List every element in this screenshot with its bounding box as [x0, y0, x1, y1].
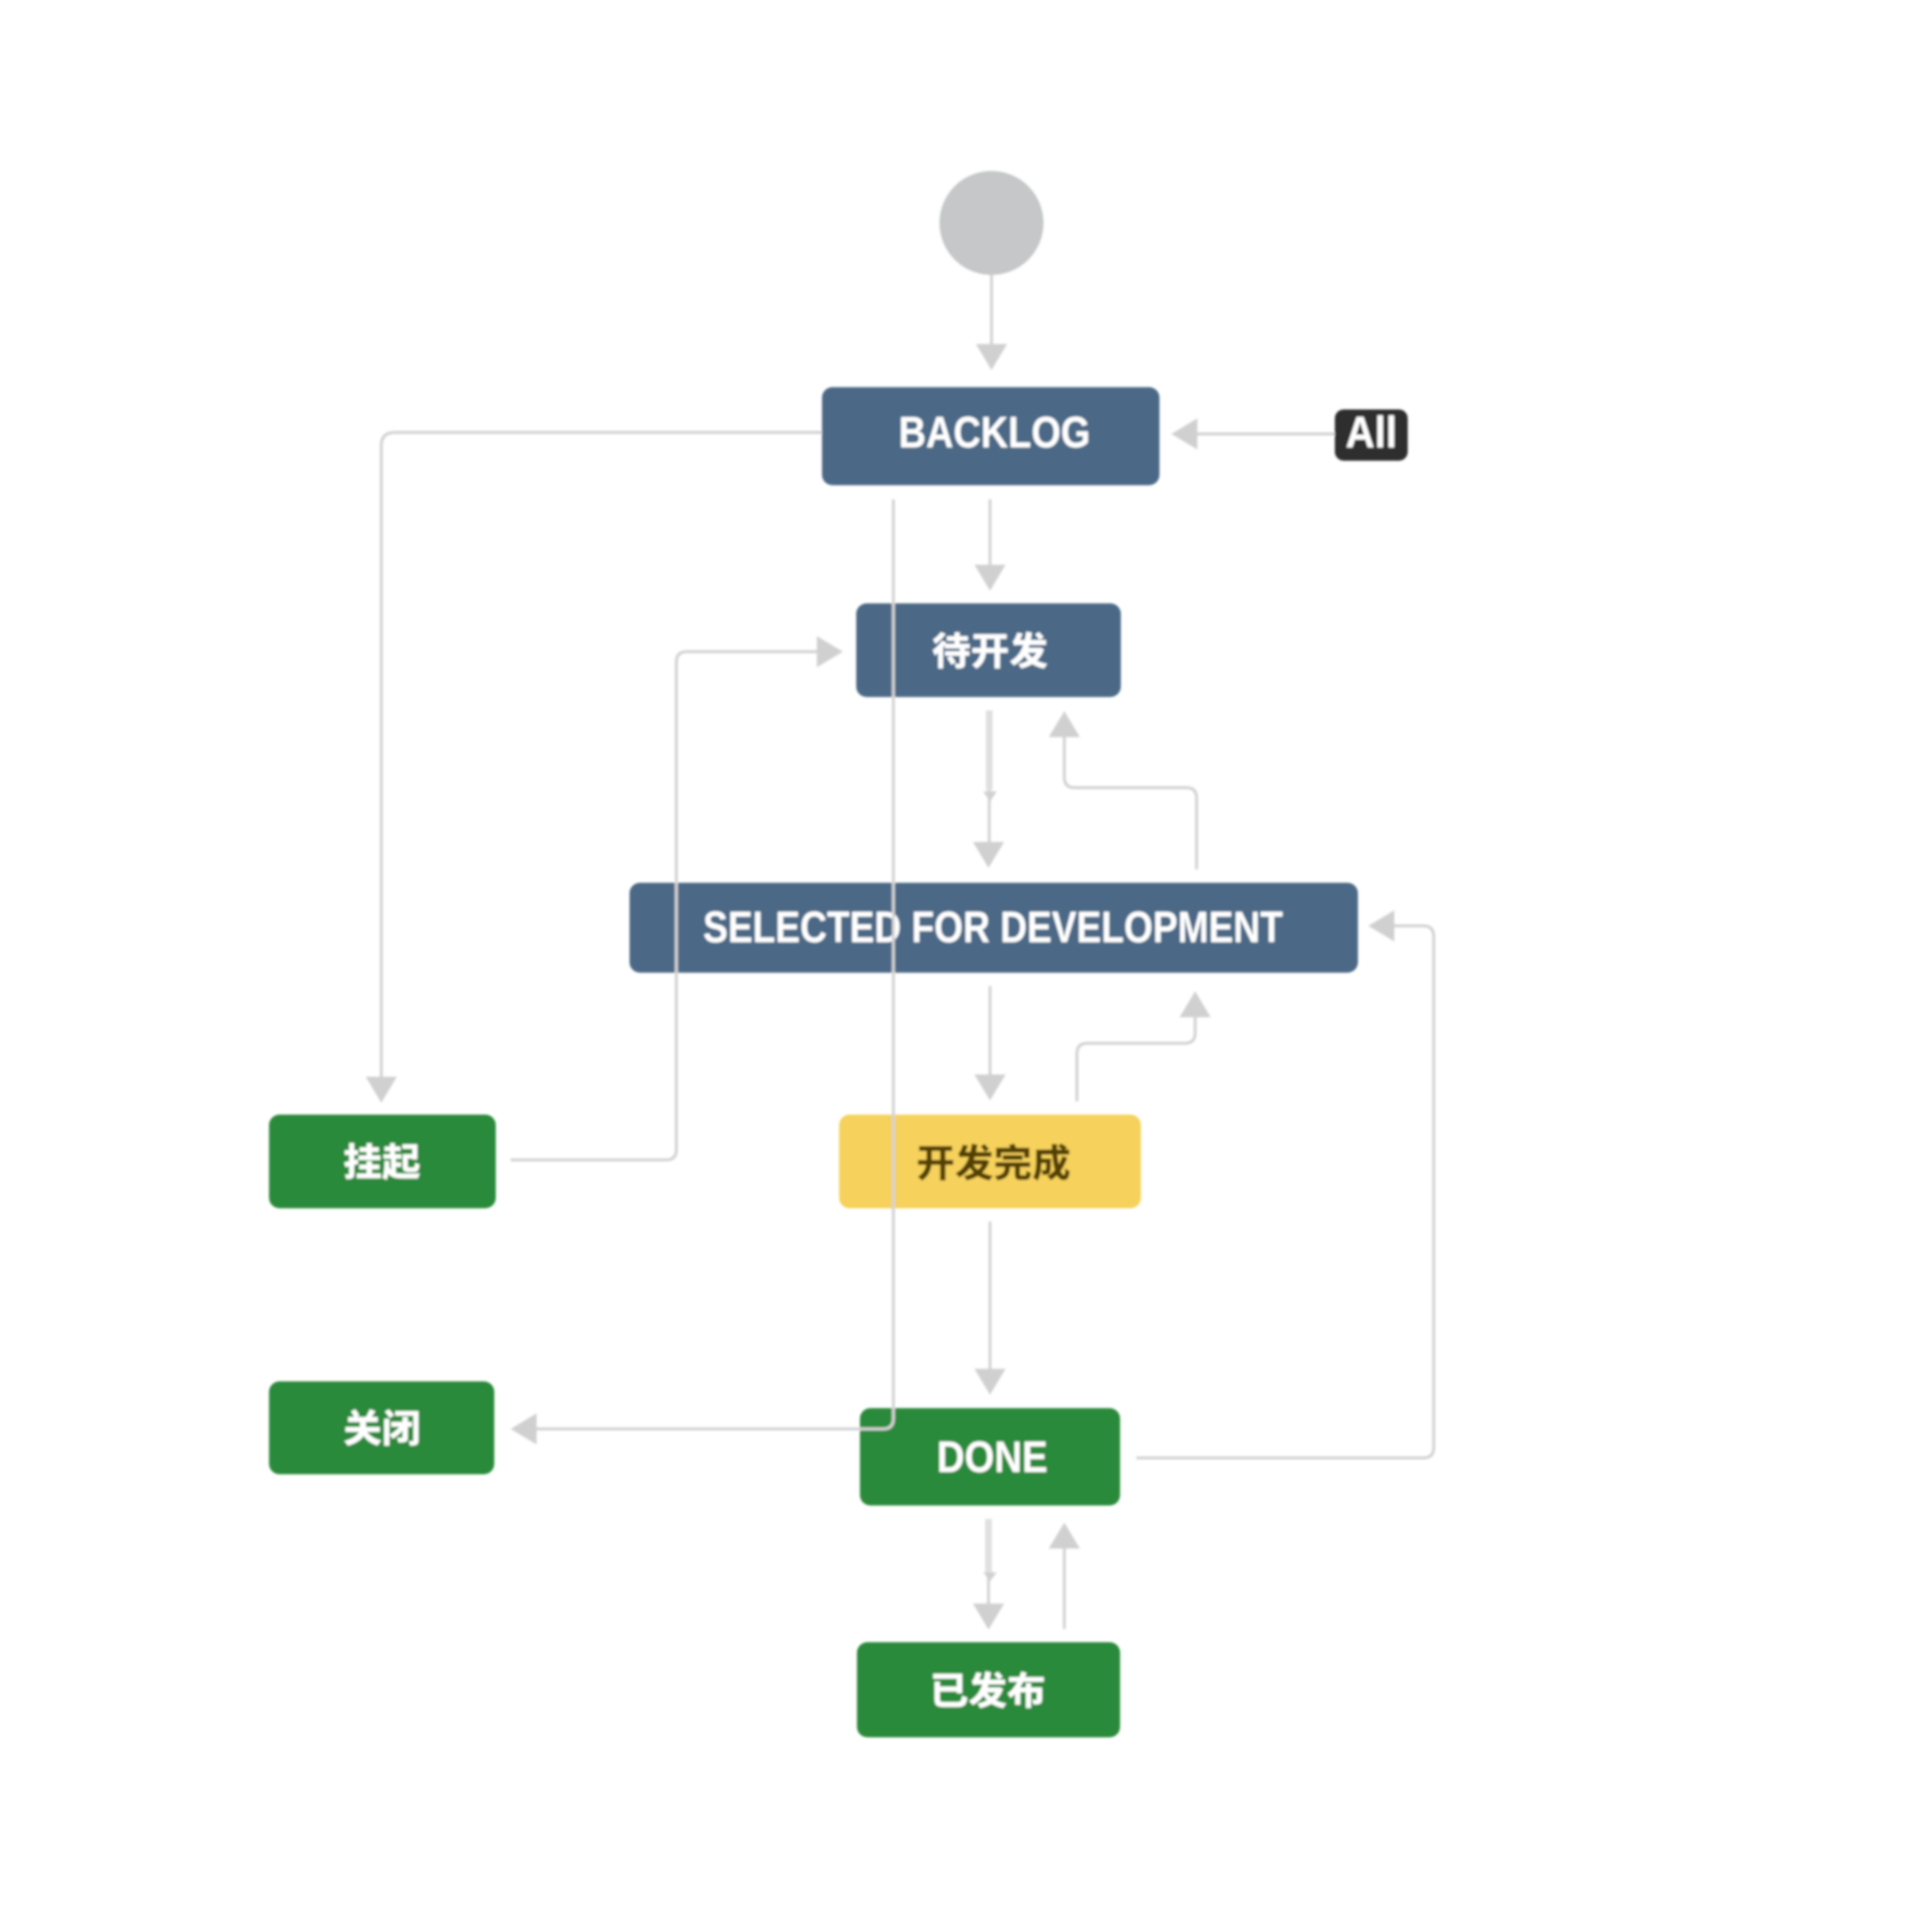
svg-text:BACKLOG: BACKLOG [899, 408, 1090, 457]
svg-text:All: All [1346, 408, 1397, 457]
svg-text:SELECTED FOR DEVELOPMENT: SELECTED FOR DEVELOPMENT [703, 903, 1283, 952]
svg-text:DONE: DONE [937, 1433, 1048, 1482]
